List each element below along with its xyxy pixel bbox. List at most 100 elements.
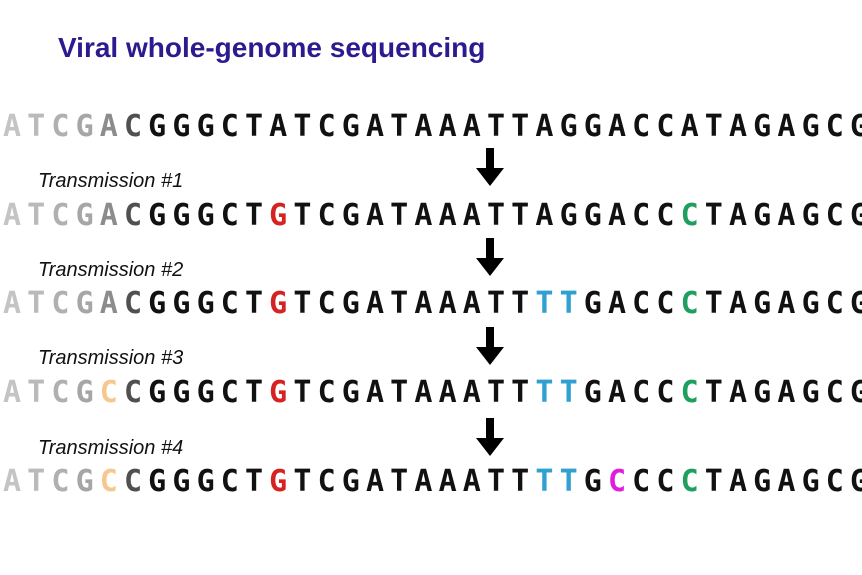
base: G bbox=[801, 464, 820, 499]
base: T bbox=[535, 286, 554, 321]
base: A bbox=[535, 109, 554, 144]
base: T bbox=[511, 198, 530, 233]
base: A bbox=[777, 375, 796, 410]
base: A bbox=[777, 286, 796, 321]
base: G bbox=[583, 198, 602, 233]
base: C bbox=[220, 375, 239, 410]
base: T bbox=[486, 109, 506, 144]
base: A bbox=[777, 198, 796, 233]
base: T bbox=[27, 464, 46, 499]
base: T bbox=[704, 198, 723, 233]
base: C bbox=[51, 198, 70, 233]
transmission-label-4: Transmission #4 bbox=[38, 437, 184, 459]
base: G bbox=[801, 198, 820, 233]
base: A bbox=[462, 464, 481, 499]
base: T bbox=[390, 286, 409, 321]
base: G bbox=[341, 464, 360, 499]
base: T bbox=[27, 375, 46, 410]
diagram-title: Viral whole-genome sequencing bbox=[58, 32, 486, 63]
base: C bbox=[656, 286, 675, 321]
base: G bbox=[196, 375, 215, 410]
base: A bbox=[2, 109, 22, 144]
base: A bbox=[462, 286, 481, 321]
base: C bbox=[99, 375, 118, 410]
base: T bbox=[704, 464, 723, 499]
base: A bbox=[414, 286, 433, 321]
base: T bbox=[704, 286, 723, 321]
base: G bbox=[753, 109, 772, 144]
base: G bbox=[849, 286, 862, 321]
base: T bbox=[511, 375, 530, 410]
base: A bbox=[535, 198, 554, 233]
base: G bbox=[753, 198, 772, 233]
base: C bbox=[317, 198, 336, 233]
base: G bbox=[172, 109, 191, 144]
base: C bbox=[656, 375, 675, 410]
base: T bbox=[511, 464, 530, 499]
base: A bbox=[365, 286, 385, 321]
base: G bbox=[75, 464, 94, 499]
base: T bbox=[390, 464, 409, 499]
base: G bbox=[849, 198, 862, 233]
base: C bbox=[51, 375, 70, 410]
base: C bbox=[123, 464, 143, 499]
base: C bbox=[220, 198, 239, 233]
base: G bbox=[341, 286, 360, 321]
base: T bbox=[293, 109, 312, 144]
base: T bbox=[390, 109, 409, 144]
base: T bbox=[390, 198, 409, 233]
base: C bbox=[656, 109, 675, 144]
base: A bbox=[269, 109, 288, 144]
base: G bbox=[801, 109, 820, 144]
base: G bbox=[148, 198, 167, 233]
base: T bbox=[559, 286, 578, 321]
base: G bbox=[269, 198, 288, 233]
base: A bbox=[438, 109, 457, 144]
base: A bbox=[365, 464, 385, 499]
base: A bbox=[777, 109, 796, 144]
base: A bbox=[438, 286, 457, 321]
base: G bbox=[849, 464, 862, 499]
base: C bbox=[632, 198, 651, 233]
base: T bbox=[559, 464, 578, 499]
base: A bbox=[414, 375, 433, 410]
base: G bbox=[75, 198, 94, 233]
base: G bbox=[753, 375, 772, 410]
base: G bbox=[341, 375, 360, 410]
base: C bbox=[220, 109, 239, 144]
base: C bbox=[825, 286, 844, 321]
base: C bbox=[632, 286, 651, 321]
base: A bbox=[462, 109, 481, 144]
base: A bbox=[365, 375, 385, 410]
base: A bbox=[365, 198, 385, 233]
base: C bbox=[825, 109, 844, 144]
base: T bbox=[244, 464, 264, 499]
base: G bbox=[341, 109, 360, 144]
base: C bbox=[317, 109, 336, 144]
down-arrow-icon bbox=[476, 148, 504, 186]
base: T bbox=[511, 109, 530, 144]
base: T bbox=[559, 375, 578, 410]
down-arrow-icon bbox=[476, 327, 504, 365]
base: G bbox=[269, 464, 288, 499]
base: A bbox=[99, 286, 118, 321]
base: T bbox=[704, 375, 723, 410]
base: A bbox=[680, 109, 699, 144]
base: C bbox=[680, 198, 699, 233]
base: A bbox=[2, 286, 22, 321]
base: G bbox=[583, 286, 602, 321]
base: C bbox=[607, 464, 627, 499]
base: A bbox=[99, 198, 118, 233]
base: T bbox=[293, 464, 312, 499]
base: C bbox=[123, 198, 143, 233]
base: A bbox=[438, 198, 457, 233]
base: C bbox=[680, 375, 699, 410]
base: C bbox=[123, 109, 143, 144]
base: A bbox=[777, 464, 796, 499]
base: C bbox=[123, 286, 143, 321]
base: A bbox=[728, 286, 748, 321]
base: A bbox=[728, 464, 748, 499]
base: G bbox=[172, 375, 191, 410]
